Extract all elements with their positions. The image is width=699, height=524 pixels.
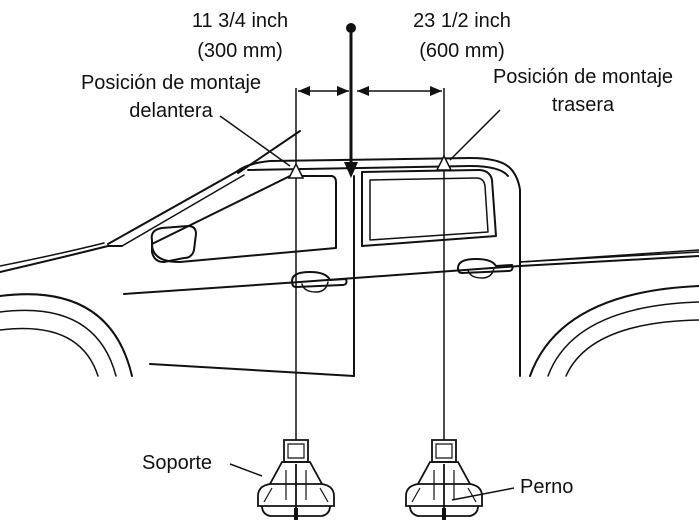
rear-window (361, 169, 497, 247)
rear-position-label-line2: trasera (551, 94, 615, 116)
rear-position-label-line1: Posición de montaje (492, 66, 674, 88)
front-mount-marker (287, 162, 305, 179)
hood-line (0, 245, 123, 273)
side-mirror (150, 225, 197, 263)
belt-line (123, 255, 699, 295)
front-position-label-line2: delantera (129, 100, 213, 122)
rear-mount-marker (435, 154, 453, 171)
rear-bolt (442, 508, 446, 520)
roof-inner-line (247, 165, 509, 177)
bracket-label: Soporte (142, 452, 213, 474)
front-bolt (294, 508, 298, 520)
rear-dimension-inch: 23 1/2 inch (413, 10, 511, 32)
rear-door-handle (457, 258, 514, 274)
center-reference-marker (344, 23, 358, 178)
bolt-label: Perno (520, 476, 574, 498)
rear-bracket (405, 439, 483, 517)
rear-dimension-mm: (600 mm) (419, 40, 505, 62)
rocker-line (149, 363, 355, 377)
front-wheel-arch (0, 293, 133, 377)
windshield-line (107, 171, 237, 245)
front-dimension-mm: (300 mm) (197, 40, 283, 62)
front-door-handle (291, 271, 348, 288)
front-window (151, 175, 337, 263)
front-position-label-line1: Posición de montaje (80, 72, 262, 94)
front-bracket (257, 439, 335, 517)
front-dimension-inch: 11 3/4 inch (191, 10, 289, 32)
roof-line (235, 157, 521, 191)
rear-wheel-arch (529, 285, 699, 377)
